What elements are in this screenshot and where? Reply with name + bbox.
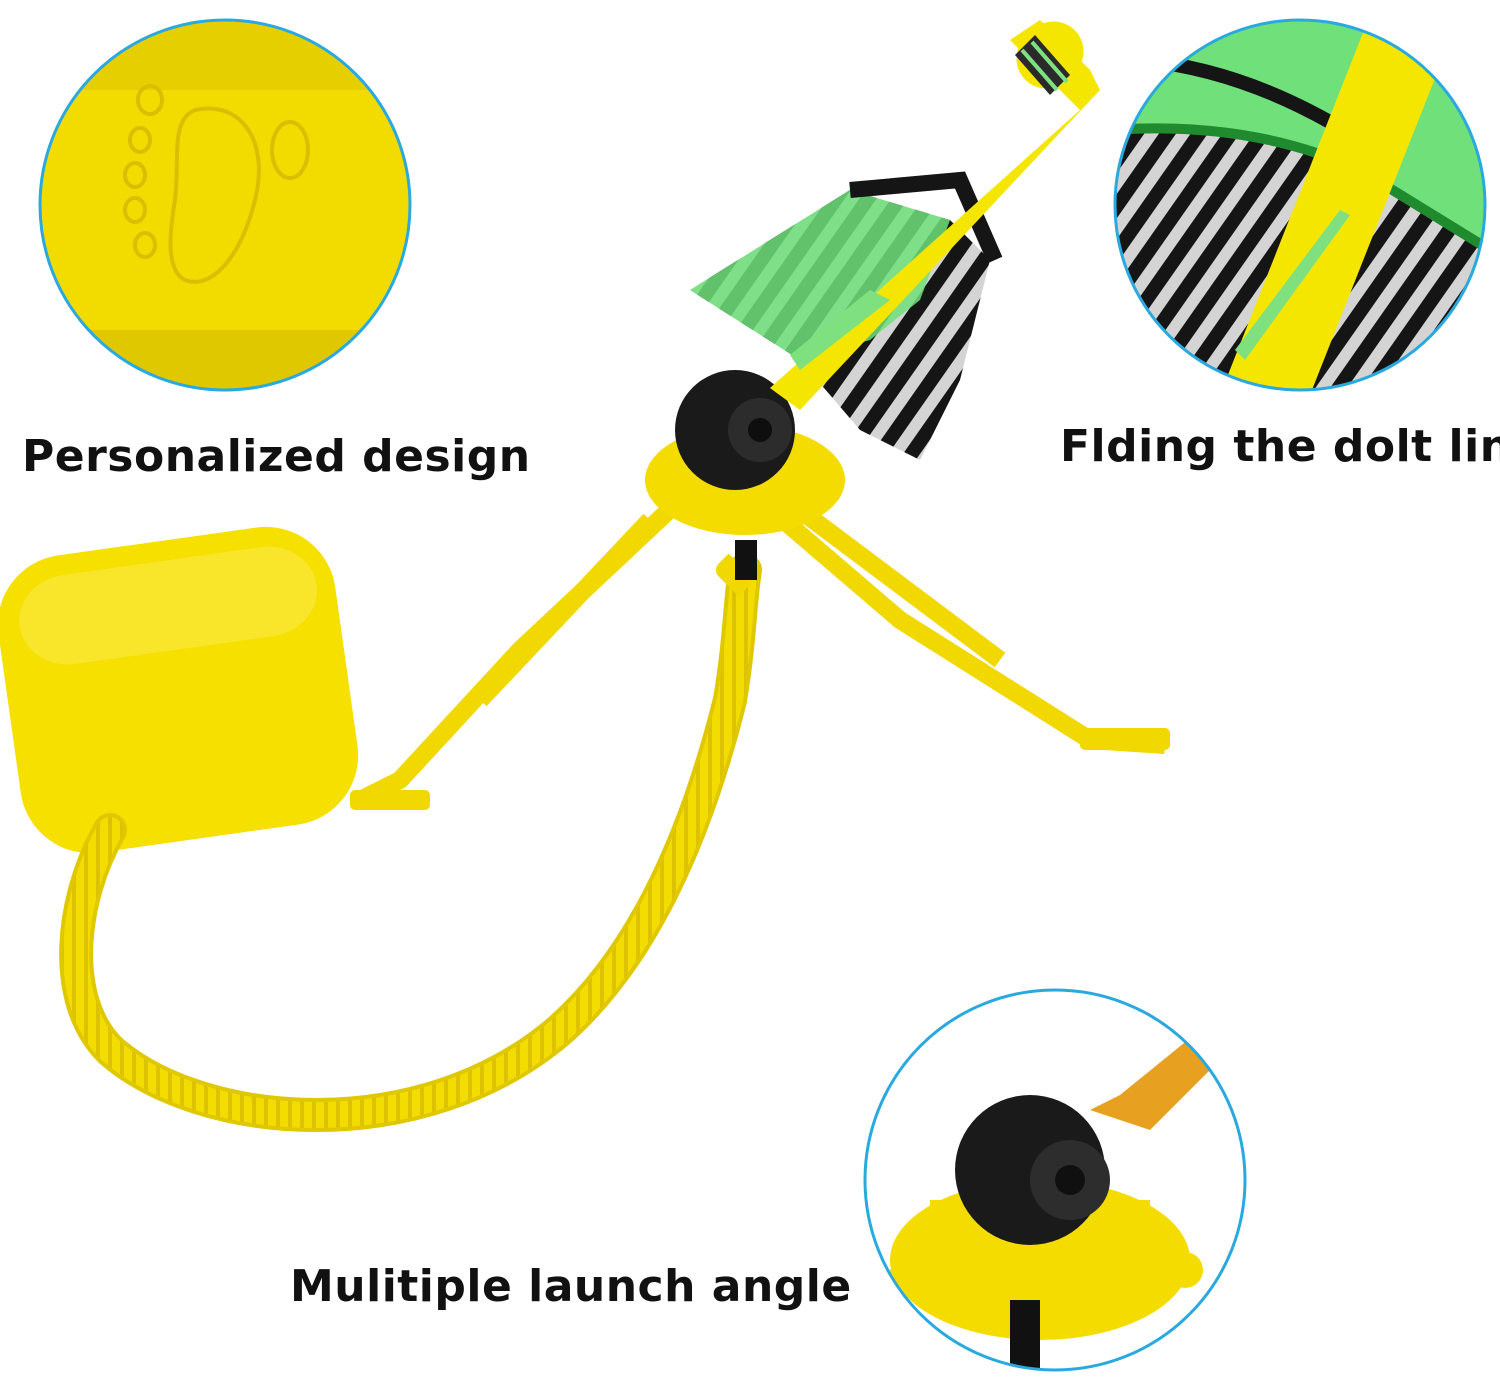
caption-personalized-design: Personalized design <box>22 431 531 482</box>
caption-launch-angle: Mulitiple launch angle <box>290 1261 852 1312</box>
foam-rocket <box>690 20 1100 460</box>
caption-folding-line: Flding the dolt line <box>1060 421 1500 472</box>
detail-circle-footpad <box>38 18 412 392</box>
detail-circle-launch-base <box>863 988 1247 1372</box>
tripod-stand <box>355 493 1166 809</box>
launch-hub <box>645 370 845 535</box>
footprint-icon <box>123 84 310 284</box>
foot-pump-pad <box>0 526 359 854</box>
detail-circle-fins <box>1113 18 1487 392</box>
